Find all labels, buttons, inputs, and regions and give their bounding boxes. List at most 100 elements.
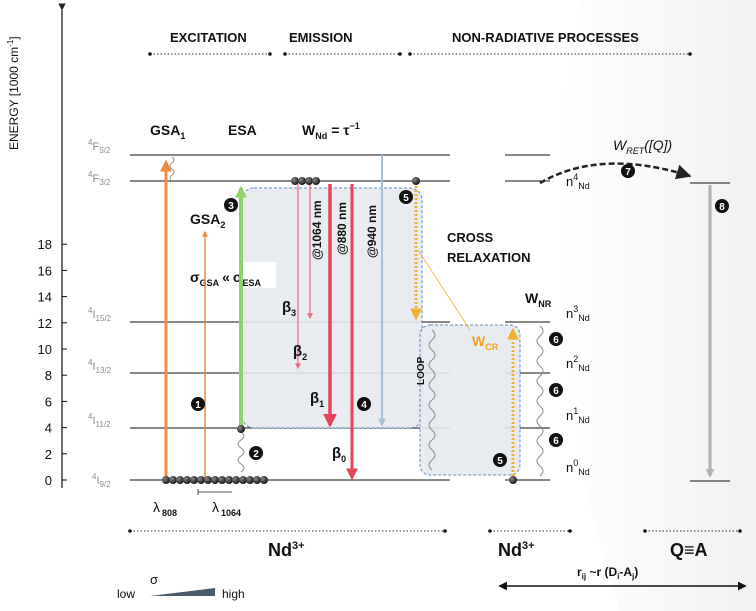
energy-axis-label: ENERGY [1000 cm-1]	[6, 36, 21, 150]
emission-line-label: @1064 nm	[310, 200, 324, 260]
population-ball	[509, 476, 517, 484]
nonradiative-header: NON-RADIATIVE PROCESSES	[452, 30, 639, 45]
beta0-label: β0	[332, 445, 346, 464]
population-ball	[260, 476, 268, 484]
energy-tick-label: 6	[45, 394, 52, 409]
population-ball	[162, 476, 170, 484]
esa-label: ESA	[228, 122, 257, 138]
level-label-f52: 4F5/2	[88, 138, 111, 155]
energy-tick-label: 16	[38, 263, 52, 278]
population-ball	[305, 177, 313, 185]
sigma-scale-low: low	[117, 587, 135, 601]
ground-population	[162, 476, 268, 484]
population-ball	[246, 476, 254, 484]
emission-line-label: @940 nm	[365, 205, 379, 258]
excitation-header: EXCITATION	[170, 30, 247, 45]
marker-3: 3	[224, 198, 238, 212]
energy-tick-label: 10	[38, 342, 52, 357]
population-ball	[225, 476, 233, 484]
population-ball	[412, 177, 420, 185]
population-ball	[218, 476, 226, 484]
n0-label: n0Nd	[566, 458, 590, 477]
emission-header: EMISSION	[289, 30, 353, 45]
underline-dot	[443, 529, 447, 533]
f52-relaxation-wave	[169, 156, 175, 182]
population-ball	[291, 177, 299, 185]
emission-line-label: @880 nm	[335, 202, 349, 255]
emission-loop-box	[241, 187, 423, 429]
wnr-label: WNR	[525, 290, 552, 309]
level-label-i152: 4I15/2	[88, 306, 112, 323]
gsa1-label: GSA1	[150, 122, 185, 141]
population-ball	[204, 476, 212, 484]
svg-text:6: 6	[553, 386, 559, 397]
population-ball	[197, 476, 205, 484]
population-ball	[312, 177, 320, 185]
cross-relaxation-box	[419, 324, 521, 476]
marker-6a: 6	[549, 332, 563, 346]
svg-text:3: 3	[228, 201, 234, 212]
svg-text:6: 6	[553, 436, 559, 447]
population-ball	[190, 476, 198, 484]
step-markers: 1 2 3 4 5 5 6 6 6 7 8	[191, 164, 729, 467]
n3-label: n3Nd	[566, 304, 590, 323]
cross-relaxation-link	[417, 249, 471, 331]
svg-text:2: 2	[253, 449, 259, 460]
wnr-wave	[536, 325, 544, 477]
header-dot	[283, 52, 287, 56]
nd-left-label: Nd3+	[268, 540, 305, 560]
energy-tick-label: 0	[45, 473, 52, 488]
population-ball	[237, 425, 245, 433]
underline-dot	[738, 529, 742, 533]
wret-label: WRET([Q])	[613, 137, 672, 156]
svg-text:4: 4	[361, 400, 367, 411]
qa-label: Q≡A	[670, 540, 708, 560]
level-label-i92: 4I9/2	[92, 472, 111, 489]
svg-text:5: 5	[403, 193, 409, 204]
marker-6b: 6	[549, 383, 563, 397]
loop-wave	[428, 329, 436, 471]
energy-tick-label: 2	[45, 447, 52, 462]
wcr-label: WCR	[472, 333, 499, 352]
header-dot	[398, 52, 402, 56]
header-dot	[268, 52, 272, 56]
cross-label: CROSS	[447, 230, 494, 245]
marker-7: 7	[621, 164, 635, 178]
svg-text:1: 1	[195, 400, 201, 411]
loop-label: LOOP	[416, 356, 427, 385]
population-ball	[183, 476, 191, 484]
sigma-relation-box	[188, 262, 276, 288]
beta3-label: β3	[282, 299, 296, 318]
marker-5b: 5	[493, 453, 507, 467]
sigma-relation: σGSA«σESA	[190, 269, 261, 288]
underline-dot	[643, 529, 647, 533]
nd-right-label: Nd3+	[498, 540, 535, 560]
population-ball	[211, 476, 219, 484]
header-dot	[408, 52, 412, 56]
beta1-label: β1	[310, 390, 324, 409]
svg-text:8: 8	[719, 202, 725, 213]
population-ball	[298, 177, 306, 185]
energy-tick-label: 8	[45, 368, 52, 383]
level-label-i132: 4I13/2	[88, 358, 112, 375]
underline-dot	[488, 529, 492, 533]
level-labels: 4I9/2 4I11/2 4I13/2 4I15/2 4F3/2 4F5/2	[88, 138, 112, 489]
gsa2-label: GSA2	[190, 211, 225, 230]
energy-tick-label: 12	[38, 316, 52, 331]
population-ball	[232, 476, 240, 484]
svg-text:5: 5	[497, 456, 503, 467]
underline-dot	[568, 529, 572, 533]
n4-label: n4Nd	[566, 172, 590, 191]
marker-4: 4	[357, 397, 371, 411]
n-level-labels: n4Nd n3Nd n2Nd n1Nd n0Nd	[566, 172, 590, 477]
svg-text:7: 7	[625, 167, 631, 178]
header-dot	[148, 52, 152, 56]
marker-2: 2	[249, 446, 263, 460]
level-label-f32: 4F3/2	[88, 170, 111, 187]
marker-1: 1	[191, 397, 205, 411]
